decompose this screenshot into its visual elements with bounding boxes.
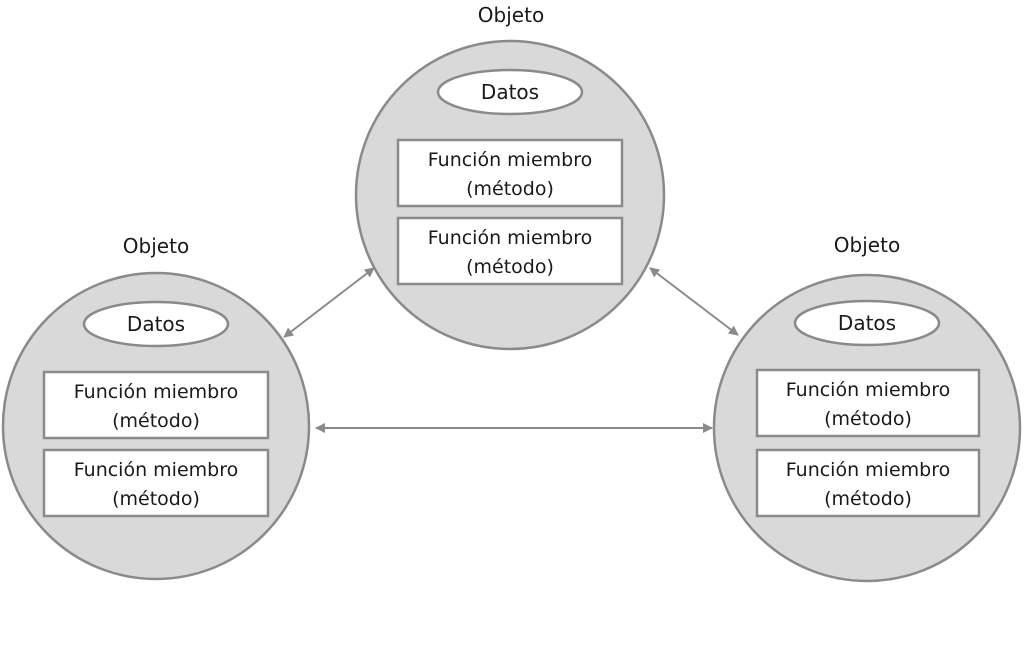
- method-label-line2: (método): [112, 488, 200, 510]
- data-label: Datos: [481, 80, 539, 104]
- method-box: [42, 448, 270, 518]
- object-title: Objeto: [478, 3, 544, 27]
- data-ellipse: [793, 299, 941, 347]
- method-label-line1: Función miembro: [428, 149, 592, 171]
- arrow-top-left: [283, 267, 375, 338]
- data-label: Datos: [838, 311, 896, 335]
- method-label-line1: Función miembro: [786, 379, 950, 401]
- method-label-line1: Función miembro: [74, 459, 238, 481]
- method-box: [755, 368, 981, 438]
- data-label: Datos: [127, 312, 185, 336]
- object-title: Objeto: [834, 233, 900, 257]
- method-box: [396, 138, 624, 208]
- method-label-line1: Función miembro: [786, 459, 950, 481]
- object-title: Objeto: [123, 234, 189, 258]
- method-label-line2: (método): [112, 410, 200, 432]
- method-label-line2: (método): [466, 178, 554, 200]
- data-ellipse: [82, 300, 230, 348]
- data-ellipse: [436, 68, 584, 116]
- method-label-line2: (método): [824, 488, 912, 510]
- method-label-line2: (método): [466, 256, 554, 278]
- method-label-line2: (método): [824, 408, 912, 430]
- object-left: Objeto Datos Función miembro (método) Fu…: [1, 234, 311, 581]
- method-box: [396, 216, 624, 286]
- method-label-line1: Función miembro: [74, 381, 238, 403]
- arrow-top-right: [649, 267, 739, 336]
- object-top: Objeto Datos Función miembro (método) Fu…: [354, 3, 666, 351]
- method-box: [42, 370, 270, 440]
- method-label-line1: Función miembro: [428, 227, 592, 249]
- method-box: [755, 448, 981, 518]
- object-right: Objeto Datos Función miembro (método) Fu…: [712, 233, 1022, 583]
